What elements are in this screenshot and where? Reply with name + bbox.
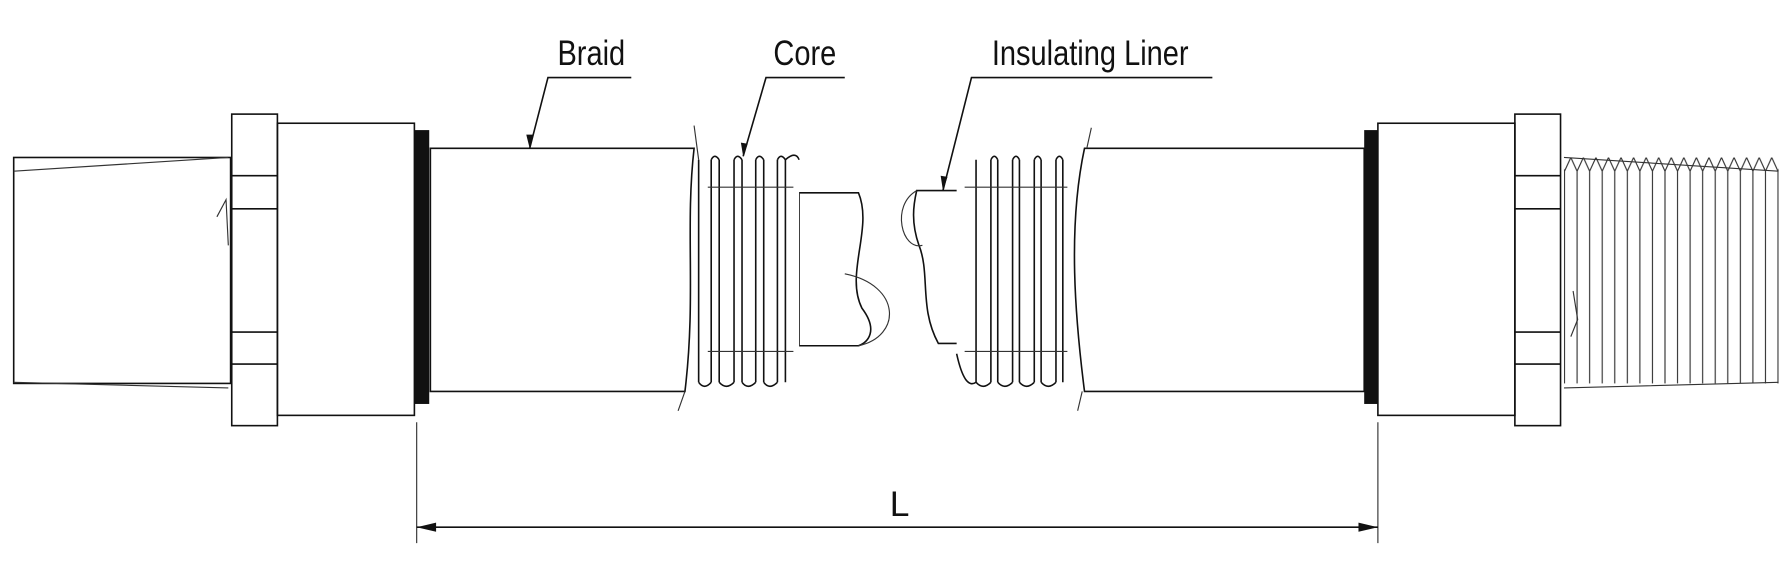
- braid-callout: Braid: [526, 33, 632, 149]
- left-ferrule-ring: [414, 130, 430, 404]
- right-fitting-body: [1377, 122, 1516, 417]
- left-liner: [798, 192, 872, 347]
- left-fitting: [12, 113, 430, 427]
- left-hex-nut: [230, 113, 279, 427]
- right-hose-section: [900, 127, 1365, 411]
- insulating-liner-callout: Insulating Liner: [940, 33, 1213, 191]
- right-fitting: [1364, 113, 1779, 427]
- left-braid: [429, 147, 695, 393]
- insulating-liner-label: Insulating Liner: [992, 33, 1189, 72]
- right-thread: [1563, 157, 1779, 384]
- left-fitting-body: [276, 122, 416, 417]
- right-braid: [1073, 147, 1365, 393]
- right-ferrule-ring: [1364, 130, 1378, 404]
- left-hose-section: [429, 125, 891, 411]
- length-dimension: L: [416, 422, 1379, 544]
- left-thread: [12, 156, 232, 385]
- left-core-convolutions: [690, 154, 800, 388]
- core-callout: Core: [740, 33, 845, 157]
- right-liner: [912, 189, 977, 345]
- braid-label: Braid: [557, 33, 625, 72]
- right-core-convolutions: [955, 155, 1077, 388]
- right-hex-nut: [1514, 113, 1562, 427]
- core-label: Core: [773, 33, 836, 72]
- length-label: L: [890, 485, 910, 524]
